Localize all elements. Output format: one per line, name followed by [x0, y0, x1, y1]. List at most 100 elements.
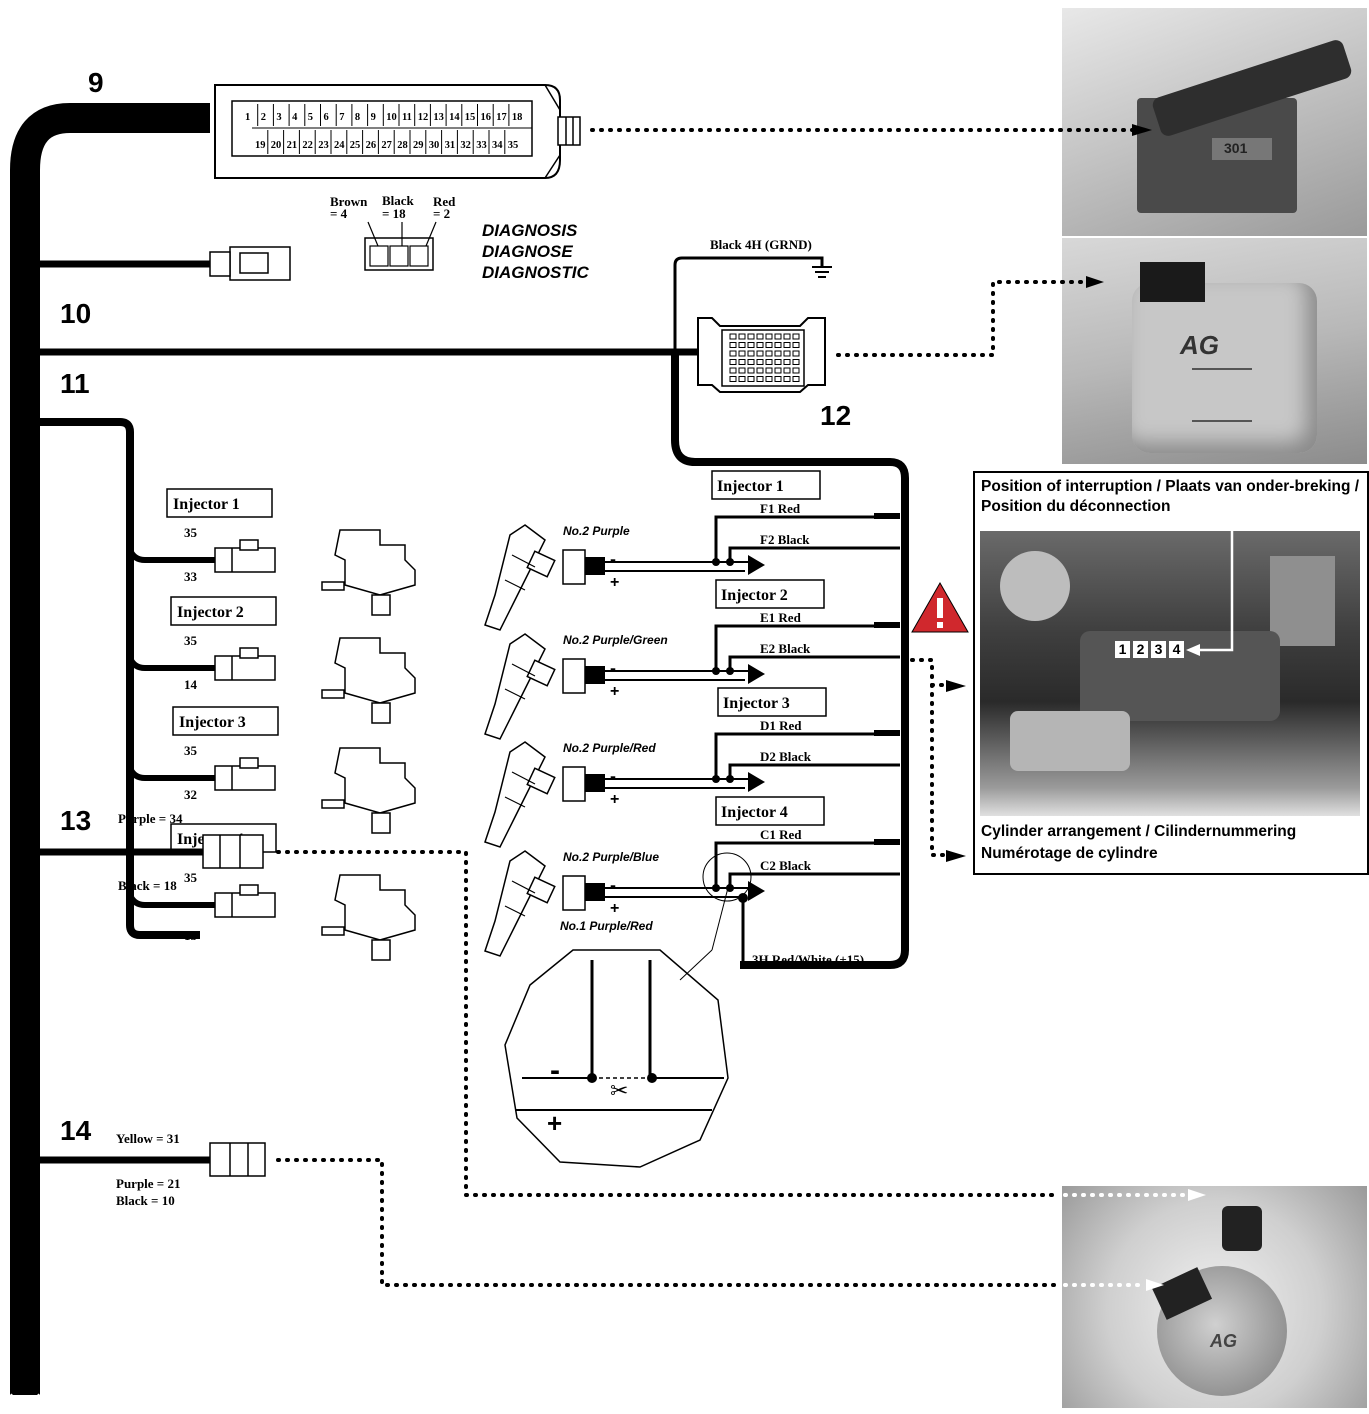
section-12: 12 [820, 400, 851, 431]
svg-text:-: - [610, 658, 616, 678]
interruption-panel: Position of interruption / Plaats van on… [973, 471, 1369, 875]
svg-text:-: - [610, 875, 616, 895]
pin-32: 32 [460, 140, 471, 151]
left-pin-top: 35 [184, 870, 198, 885]
pin-31: 31 [445, 140, 456, 151]
pin-33: 33 [476, 140, 487, 151]
pin-15: 15 [465, 112, 476, 123]
pin-19: 19 [255, 140, 266, 151]
svg-text:+: + [610, 574, 619, 591]
left-injector-4: Injector 43515 [127, 823, 416, 961]
pin-3: 3 [276, 112, 281, 123]
pin-16: 16 [481, 112, 492, 123]
left-pin-bottom: 33 [184, 569, 198, 584]
left-injector-label: Injector 2 [177, 604, 244, 621]
pin-35: 35 [508, 140, 519, 151]
black-wire-label: E2 Black [760, 641, 811, 656]
arrow-cylinders-1 [946, 680, 966, 692]
ecu-photo-label: 301 [1224, 140, 1248, 156]
dotted-link-control-unit [836, 280, 1092, 357]
diag-red-pin: = 2 [433, 206, 450, 221]
black-wire-label: D2 Black [760, 749, 812, 764]
left-injector-label: Injector 3 [179, 714, 246, 731]
svg-text:-: - [610, 766, 616, 786]
section-10: 10 [60, 298, 91, 329]
arrow-cylinders-2 [946, 850, 966, 862]
arrow-control-unit [1086, 276, 1104, 288]
scissors-icon: ✂ [610, 1079, 628, 1104]
s13-purple: Purple = 34 [118, 811, 183, 826]
pin-21: 21 [287, 140, 298, 151]
dotted-link-cylinders [910, 658, 947, 857]
svg-text:-: - [610, 549, 616, 569]
svg-text:+: + [610, 791, 619, 808]
pin-4: 4 [292, 112, 298, 123]
pin-28: 28 [397, 140, 408, 151]
cut-plus: + [547, 1108, 562, 1138]
pin-1: 1 [245, 112, 250, 123]
svg-text:+: + [610, 900, 619, 917]
right-injector-label: Injector 1 [717, 478, 784, 495]
diagnosis-socket [364, 237, 434, 271]
pin-17: 17 [496, 112, 507, 123]
control-unit-brand: AG [1180, 330, 1219, 360]
cut-detail [504, 949, 729, 1168]
diag-line3: DIAGNOSTIC [482, 263, 589, 282]
pin-25: 25 [350, 140, 361, 151]
ecu-connector [697, 317, 826, 393]
pin-10: 10 [386, 112, 397, 123]
no1-wire-label: No.1 Purple/Red [560, 919, 653, 933]
diag-line1: DIAGNOSIS [482, 221, 578, 240]
diag-line2: DIAGNOSE [482, 242, 573, 261]
cylinder-2: 2 [1133, 641, 1148, 658]
plug-13 [202, 834, 264, 869]
pin-20: 20 [271, 140, 282, 151]
pin-34: 34 [492, 140, 503, 151]
left-pin-bottom: 15 [184, 928, 198, 943]
pin-8: 8 [355, 112, 360, 123]
pin-29: 29 [413, 140, 424, 151]
pin-14: 14 [449, 112, 460, 123]
pin-6: 6 [324, 112, 329, 123]
right-injector-label: Injector 4 [721, 804, 788, 821]
arrow-reducer-13 [1188, 1189, 1206, 1201]
ecu-photo: 301 [1062, 8, 1367, 236]
left-injector-label: Injector 1 [173, 496, 240, 513]
pin-24: 24 [334, 140, 345, 151]
section-9: 9 [88, 67, 104, 98]
section-13: 13 [60, 805, 91, 836]
warning-icon [911, 581, 969, 633]
red-white-label: 3H Red/White (+15) [752, 952, 864, 967]
cylinder-footer-1: Cylinder arrangement / Cilindernummering [981, 823, 1297, 840]
main-harness [9, 103, 210, 1395]
svg-text:+: + [610, 683, 619, 700]
pin-7: 7 [339, 112, 344, 123]
plug-14 [209, 1142, 266, 1177]
arrow-reducer-14 [1146, 1279, 1164, 1291]
cylinder-4: 4 [1169, 641, 1184, 658]
cylinder-footer-2: Numérotage de cylindre [981, 845, 1158, 862]
control-unit-photo: AG [1062, 238, 1367, 464]
diag-red: Red [433, 194, 456, 209]
interruption-title: Position of interruption / Plaats van on… [981, 478, 1360, 515]
cylinder-3: 3 [1151, 641, 1166, 658]
pin-27: 27 [381, 140, 392, 151]
reducer-photo: AG [1062, 1186, 1367, 1408]
left-pin-bottom: 32 [184, 787, 197, 802]
pin-5: 5 [308, 112, 313, 123]
red-wire-label: C1 Red [760, 827, 802, 842]
red-wire-label: D1 Red [760, 718, 802, 733]
diag-brown-pin: = 4 [330, 206, 348, 221]
left-injector-1: Injector 1 35 33 [127, 488, 416, 616]
right-injector-label: Injector 2 [721, 587, 788, 604]
left-pin-top: 35 [184, 525, 198, 540]
injector-wire-color: No.2 Purple/Red [563, 741, 656, 755]
dotted-link-14 [276, 1158, 1062, 1287]
pin-9: 9 [371, 112, 376, 123]
left-pin-top: 35 [184, 633, 198, 648]
